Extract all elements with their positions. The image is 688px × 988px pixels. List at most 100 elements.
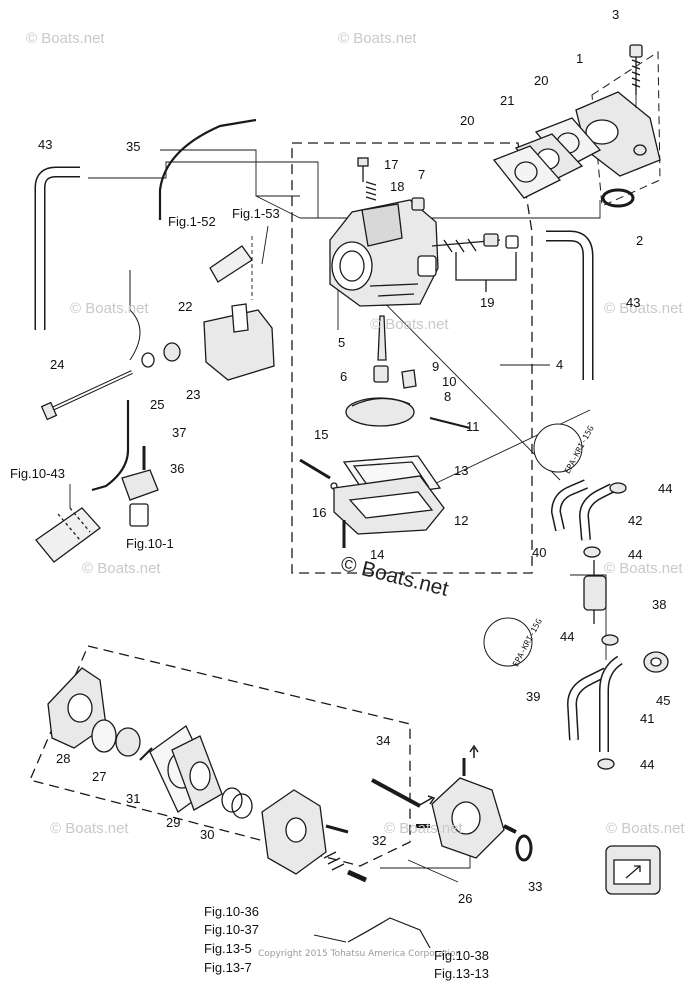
watermark: © Boats.net bbox=[604, 300, 683, 317]
callout-3: 3 bbox=[612, 7, 620, 22]
float-8 bbox=[345, 397, 415, 427]
bolt-34 bbox=[371, 778, 421, 808]
o-ring-33 bbox=[515, 834, 533, 862]
callout-26: 26 bbox=[458, 891, 473, 906]
callout-14: 14 bbox=[370, 547, 385, 562]
fig-ref-1-52: Fig.1-52 bbox=[168, 214, 216, 229]
callout-13: 13 bbox=[454, 463, 469, 478]
hose-43-right-inner bbox=[546, 232, 592, 380]
carburetor-body bbox=[329, 199, 439, 307]
hose-43-right bbox=[546, 230, 594, 380]
carburetor-group-outline bbox=[291, 142, 533, 574]
clip-44-a bbox=[609, 482, 627, 494]
callout-44: 44 bbox=[560, 629, 575, 644]
callout-42: 42 bbox=[628, 513, 643, 528]
screw-set-19 bbox=[431, 233, 519, 292]
pump-body-28 bbox=[47, 667, 107, 749]
watermark: © Boats.net bbox=[606, 820, 685, 837]
callout-6: 6 bbox=[340, 369, 348, 384]
watermark: © Boats.net bbox=[604, 560, 683, 577]
callout-9: 9 bbox=[432, 359, 440, 374]
watermark: © Boats.net bbox=[26, 30, 105, 47]
watermark: © Boats.net bbox=[384, 820, 463, 837]
grommet-45 bbox=[643, 651, 669, 673]
fig-ref-13-5: Fig.13-5 bbox=[204, 941, 252, 956]
float-bowl-12 bbox=[333, 475, 445, 535]
clip-9 bbox=[401, 369, 417, 389]
fuel-pump-group-outline bbox=[29, 645, 411, 867]
callout-39: 39 bbox=[526, 689, 541, 704]
callout-35: 35 bbox=[126, 139, 141, 154]
seat-6 bbox=[373, 365, 389, 383]
fig-ref-13-13: Fig.13-13 bbox=[434, 966, 489, 981]
callout-5: 5 bbox=[338, 335, 346, 350]
callout-25: 25 bbox=[150, 397, 165, 412]
callout-45: 45 bbox=[656, 693, 671, 708]
pin-11 bbox=[429, 417, 471, 429]
callout-12: 12 bbox=[454, 513, 469, 528]
callout-29: 29 bbox=[166, 815, 181, 830]
o-ring-2 bbox=[601, 188, 635, 208]
callout-1: 1 bbox=[576, 51, 584, 66]
clip-44-c bbox=[601, 634, 619, 646]
clamp-36 bbox=[121, 469, 159, 527]
spring-pump bbox=[221, 787, 253, 819]
fig-ref-1-53: Fig.1-53 bbox=[232, 206, 280, 221]
fig-ref-13-7: Fig.13-7 bbox=[204, 960, 252, 975]
screw-31 bbox=[139, 747, 153, 761]
callout-30: 30 bbox=[200, 827, 215, 842]
hose-fig-1-52 bbox=[209, 245, 253, 283]
callout-16: 16 bbox=[312, 505, 327, 520]
screw-32 bbox=[325, 824, 349, 834]
clip-44-b bbox=[583, 546, 601, 558]
watermark: © Boats.net bbox=[82, 560, 161, 577]
screw-15 bbox=[299, 458, 331, 480]
callout-41: 41 bbox=[640, 711, 655, 726]
needle-5 bbox=[377, 315, 387, 361]
callout-40: 40 bbox=[532, 545, 547, 560]
arrow-up bbox=[469, 744, 479, 758]
gasket-20-lower bbox=[492, 145, 562, 199]
copyright-text: Copyright 2015 Tohatsu America Corporati… bbox=[258, 949, 462, 959]
callout-33: 33 bbox=[528, 879, 543, 894]
fuel-filter-38 bbox=[583, 560, 607, 624]
callout-44: 44 bbox=[640, 757, 655, 772]
plug-7 bbox=[411, 197, 425, 211]
callout-19: 19 bbox=[480, 295, 495, 310]
diaphragm-27 bbox=[91, 719, 117, 753]
valve-plate bbox=[115, 727, 141, 757]
manifold-1 bbox=[575, 91, 661, 177]
callout-17: 17 bbox=[384, 157, 399, 172]
watermark: © Boats.net bbox=[50, 820, 129, 837]
callout-44: 44 bbox=[658, 481, 673, 496]
tag-lower-shape bbox=[483, 617, 533, 667]
fig-ref-10-43: Fig.10-43 bbox=[10, 466, 65, 481]
callout-8: 8 bbox=[444, 389, 452, 404]
watermark: © Boats.net bbox=[70, 300, 149, 317]
callout-36: 36 bbox=[170, 461, 185, 476]
callout-31: 31 bbox=[126, 791, 141, 806]
watermark: © Boats.net bbox=[370, 316, 449, 333]
callout-24: 24 bbox=[50, 357, 65, 372]
spring-small bbox=[323, 851, 368, 883]
callout-28: 28 bbox=[56, 751, 71, 766]
callout-22: 22 bbox=[178, 299, 193, 314]
callout-43: 43 bbox=[626, 295, 641, 310]
callout-2: 2 bbox=[636, 233, 644, 248]
fig-ref-10-37: Fig.10-37 bbox=[204, 922, 259, 937]
watermark: © Boats.net bbox=[338, 30, 417, 47]
callout-7: 7 bbox=[418, 167, 426, 182]
callout-32: 32 bbox=[372, 833, 387, 848]
tag-upper-shape bbox=[533, 423, 583, 473]
callout-20: 20 bbox=[534, 73, 549, 88]
callout-20: 20 bbox=[460, 113, 475, 128]
screw-17 bbox=[357, 157, 369, 182]
bolt-3 bbox=[629, 44, 643, 95]
callout-27: 27 bbox=[92, 769, 107, 784]
callout-4: 4 bbox=[556, 357, 564, 372]
diaphragm-30 bbox=[171, 735, 223, 811]
bracket-fig-10-43 bbox=[35, 507, 101, 563]
hose-43-left-inner bbox=[36, 168, 80, 330]
